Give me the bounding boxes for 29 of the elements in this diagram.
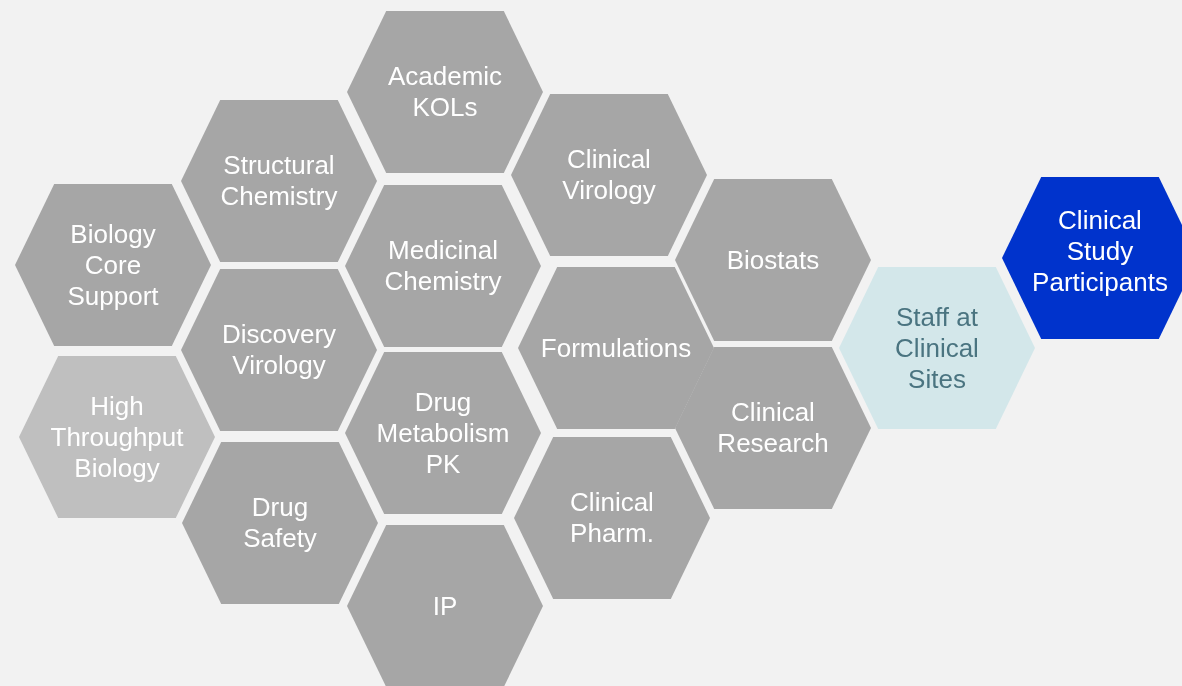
tile-label: Biostats <box>726 244 820 276</box>
tile-label: Discovery Virology <box>220 319 338 381</box>
hexagon-tile <box>511 94 707 256</box>
hexagon-tile <box>181 100 377 262</box>
tile-label: Clinical Study Participants <box>1032 204 1168 298</box>
tile-label: Academic KOLs <box>386 61 504 123</box>
hexagon-tile <box>518 267 714 429</box>
tile-label: Biology Core Support <box>66 218 160 312</box>
tile-label: Structural Chemistry <box>219 150 339 212</box>
hexagon-tile <box>345 185 541 347</box>
tile-label: Clinical Research <box>716 397 830 459</box>
hexagon-tile <box>839 267 1035 429</box>
hexagon-tile <box>347 11 543 173</box>
tile-label: IP <box>432 590 458 622</box>
tile-label: Formulations <box>540 332 692 364</box>
tile-label: High Throughput Biology <box>50 390 184 484</box>
hexagon-tile <box>514 437 710 599</box>
hexagon-tile <box>19 356 215 518</box>
hexagon-tile <box>15 184 211 346</box>
hexagon-tile <box>347 525 543 686</box>
tile-label: Drug Metabolism PK <box>376 386 510 480</box>
tile-label: Drug Safety <box>242 492 318 554</box>
hexagon-tile <box>345 352 541 514</box>
tile-label: Staff at Clinical Sites <box>894 301 980 395</box>
hexagon-tile <box>182 442 378 604</box>
hexagon-tile <box>1002 177 1182 339</box>
tile-label: Clinical Pharm. <box>569 487 655 549</box>
tile-label: Clinical Virology <box>561 144 657 206</box>
tile-label: Medicinal Chemistry <box>383 235 503 297</box>
